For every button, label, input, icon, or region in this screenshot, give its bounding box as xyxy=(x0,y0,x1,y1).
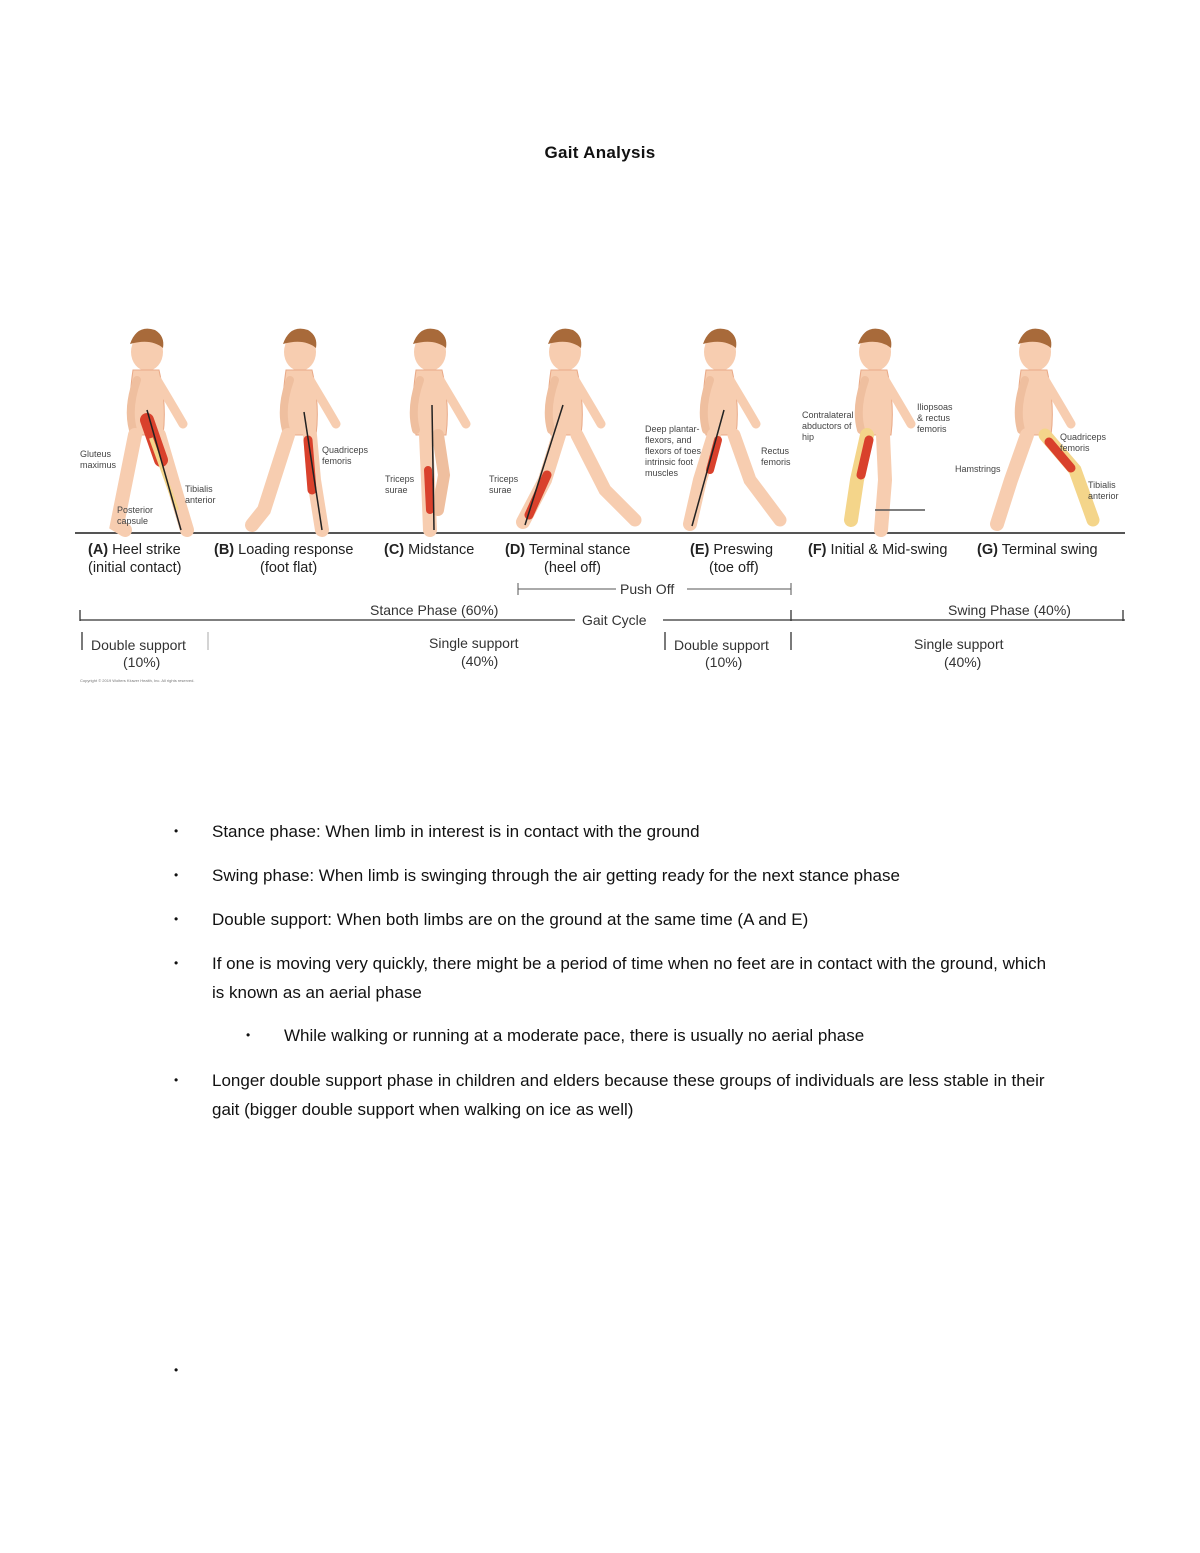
svg-text:(A) Heel strike: (A) Heel strike xyxy=(88,542,181,558)
gait-cycle-figure: Gluteus maximus Tibialis anterior Poster… xyxy=(75,320,1135,690)
svg-text:(C) Midstance: (C) Midstance xyxy=(384,542,474,558)
label-deep-2: flexors, and xyxy=(645,435,692,445)
label-quadriceps-b: Quadriceps xyxy=(322,445,369,455)
bullet-text: Double support: When both limbs are on t… xyxy=(212,910,809,929)
bullet-text: While walking or running at a moderate p… xyxy=(284,1026,865,1045)
phase-label-d: (D) Terminal stance (heel off) xyxy=(505,542,630,576)
label-posterior: Posterior xyxy=(117,505,153,515)
svg-text:(toe off): (toe off) xyxy=(709,560,759,576)
support-d-pct: (40%) xyxy=(944,654,981,670)
bullet-text: Longer double support phase in children … xyxy=(212,1071,1045,1119)
svg-text:(B) Loading response: (B) Loading response xyxy=(214,542,353,558)
label-deep-5: muscles xyxy=(645,468,679,478)
svg-text:(G) Terminal swing: (G) Terminal swing xyxy=(977,542,1098,558)
push-off-label: Push Off xyxy=(620,581,674,597)
bullet-glyph: • xyxy=(174,1363,179,1377)
label-surae-c: surae xyxy=(385,485,408,495)
label-femoris-f: femoris xyxy=(917,424,947,434)
label-hip: hip xyxy=(802,432,814,442)
svg-text:(D) Terminal stance: (D) Terminal stance xyxy=(505,542,630,558)
figure-c-midstance xyxy=(413,329,466,537)
label-quadriceps-g: Quadriceps xyxy=(1060,432,1107,442)
support-b-label: Single support xyxy=(429,635,519,651)
label-tibialis-g: Tibialis xyxy=(1088,480,1116,490)
support-c-pct: (10%) xyxy=(705,654,742,670)
phase-label-c: (C) Midstance xyxy=(384,542,474,558)
bullet-glyph: • xyxy=(174,868,179,882)
support-c-label: Double support xyxy=(674,637,769,653)
label-femoris-g: femoris xyxy=(1060,443,1090,453)
label-abductors: abductors of xyxy=(802,421,852,431)
figure-g-terminal-swing xyxy=(990,329,1100,531)
label-triceps-c: Triceps xyxy=(385,474,415,484)
label-gluteus: Gluteus xyxy=(80,449,112,459)
svg-text:(initial contact): (initial contact) xyxy=(88,560,181,576)
label-contralateral: Contralateral xyxy=(802,410,854,420)
label-iliopsoas: Iliopsoas xyxy=(917,402,953,412)
label-femoris-e: femoris xyxy=(761,457,791,467)
bullet-glyph: • xyxy=(174,956,179,970)
figure-a-heel-strike xyxy=(109,329,194,537)
document-title: Gait Analysis xyxy=(544,143,656,162)
support-b-pct: (40%) xyxy=(461,653,498,669)
phase-label-f: (F) Initial & Mid-swing xyxy=(808,542,947,558)
phase-label-g: (G) Terminal swing xyxy=(977,542,1098,558)
label-deep-4: intrinsic foot xyxy=(645,457,694,467)
svg-text:(F) Initial & Mid-swing: (F) Initial & Mid-swing xyxy=(808,542,947,558)
bullet-glyph: • xyxy=(174,1073,179,1087)
swing-phase-label: Swing Phase (40%) xyxy=(948,602,1071,618)
label-deep-3: flexors of toes xyxy=(645,446,702,456)
phase-label-e: (E) Preswing (toe off) xyxy=(690,542,773,576)
support-row: Double support (10%) Single support (40%… xyxy=(81,632,1004,670)
support-d-label: Single support xyxy=(914,636,1004,652)
bullet-text: If one is moving very quickly, there mig… xyxy=(212,954,1047,1002)
support-a-label: Double support xyxy=(91,637,186,653)
label-tibialis-a: Tibialis xyxy=(185,484,213,494)
label-anterior-a: anterior xyxy=(185,495,216,505)
svg-text:(E) Preswing: (E) Preswing xyxy=(690,542,773,558)
figure-f-initial-midswing xyxy=(844,329,925,537)
gait-cycle-label: Gait Cycle xyxy=(582,612,647,628)
gait-cycle-axis: Stance Phase (60%) Gait Cycle Swing Phas… xyxy=(79,602,1125,628)
push-off-bracket: Push Off xyxy=(517,581,792,597)
label-rectus: Rectus xyxy=(761,446,790,456)
phase-label-b: (B) Loading response (foot flat) xyxy=(214,542,353,576)
support-a-pct: (10%) xyxy=(123,654,160,670)
stance-phase-label: Stance Phase (60%) xyxy=(370,602,498,618)
label-anterior-g: anterior xyxy=(1088,491,1119,501)
figure-d-terminal-stance xyxy=(516,329,642,529)
phase-label-a: (A) Heel strike (initial contact) xyxy=(88,542,181,576)
label-femoris-b: femoris xyxy=(322,456,352,466)
label-triceps-d: Triceps xyxy=(489,474,519,484)
bullet-glyph: • xyxy=(246,1028,251,1042)
svg-text:(heel off): (heel off) xyxy=(544,560,601,576)
gait-figure-svg: Gluteus maximus Tibialis anterior Poster… xyxy=(75,320,1125,683)
label-hamstrings: Hamstrings xyxy=(955,464,1001,474)
bullet-text: Stance phase: When limb in interest is i… xyxy=(212,822,700,841)
label-maximus: maximus xyxy=(80,460,117,470)
bullet-text: Swing phase: When limb is swinging throu… xyxy=(212,866,900,885)
figure-e-preswing xyxy=(683,329,787,531)
bullet-glyph: • xyxy=(174,912,179,926)
bullet-glyph: • xyxy=(174,824,179,838)
figure-copyright: Copyright © 2019 Wolters Kluwer Health, … xyxy=(80,678,194,683)
label-surae-d: surae xyxy=(489,485,512,495)
label-capsule: capsule xyxy=(117,516,148,526)
svg-text:(foot flat): (foot flat) xyxy=(260,560,317,576)
label-deep-1: Deep plantar- xyxy=(645,424,700,434)
label-and-rectus: & rectus xyxy=(917,413,951,423)
figure-b-loading-response xyxy=(245,329,336,537)
